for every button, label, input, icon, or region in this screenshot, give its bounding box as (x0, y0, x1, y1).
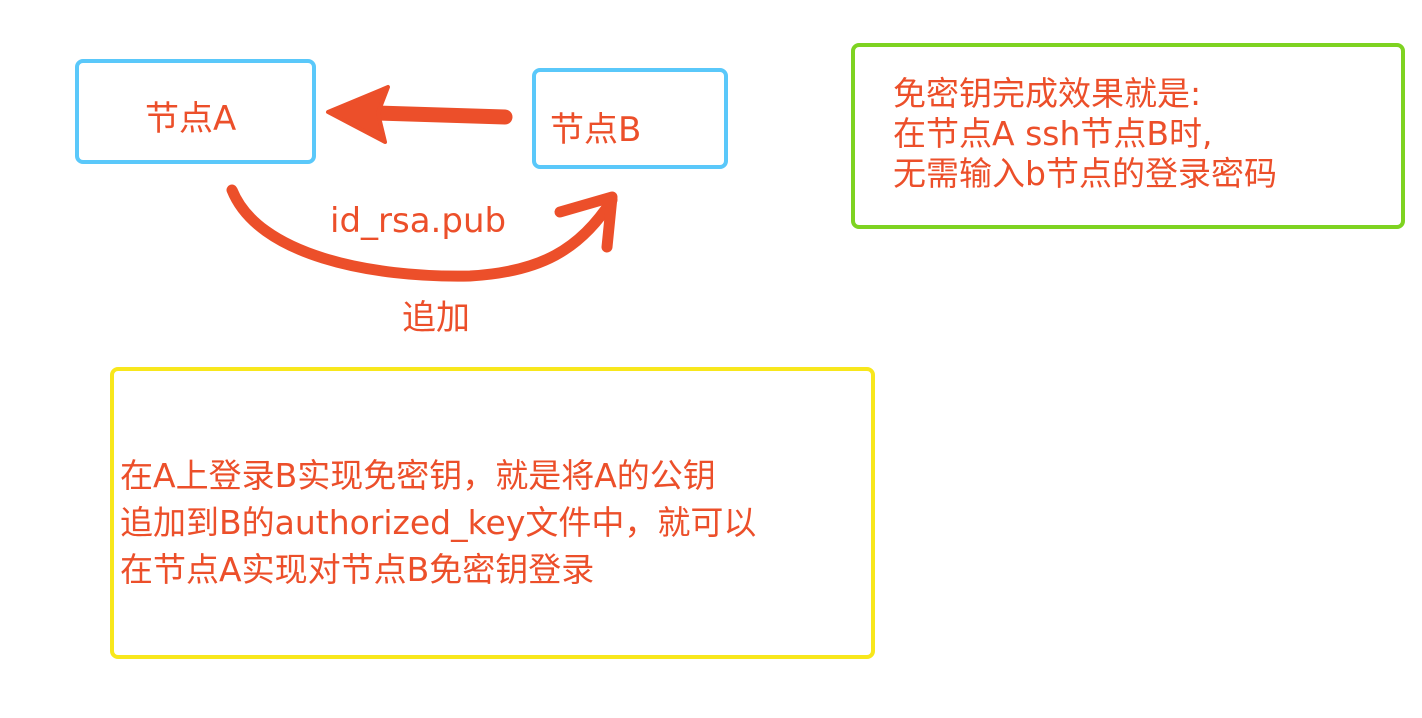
node-b-box: 节点B (532, 68, 728, 169)
explanation-note-line: 追加到B的authorized_key文件中，就可以 (120, 503, 757, 542)
result-note-box: 免密钥完成效果就是: 在节点A ssh节点B时, 无需输入b节点的登录密码 (851, 43, 1405, 229)
result-note-text: 免密钥完成效果就是: 在节点A ssh节点B时, 无需输入b节点的登录密码 (893, 74, 1277, 194)
result-note-line: 免密钥完成效果就是: (893, 74, 1202, 113)
result-note-line: 无需输入b节点的登录密码 (893, 154, 1277, 193)
public-key-file-label: id_rsa.pub (330, 201, 507, 241)
node-a-box: 节点A (75, 59, 316, 164)
explanation-note-text: 在A上登录B实现免密钥，就是将A的公钥 追加到B的authorized_key文… (120, 452, 756, 593)
result-note-line: 在节点A ssh节点B时, (893, 114, 1213, 153)
explanation-note-line: 在A上登录B实现免密钥，就是将A的公钥 (120, 456, 716, 495)
explanation-note-box: 在A上登录B实现免密钥，就是将A的公钥 追加到B的authorized_key文… (110, 367, 875, 659)
node-b-label: 节点B (550, 110, 642, 150)
append-action-label: 追加 (402, 298, 470, 338)
arrow-b-to-a (326, 85, 513, 144)
explanation-note-line: 在节点A实现对节点B免密钥登录 (120, 550, 595, 589)
arrow-a-to-b-curved (226, 184, 618, 282)
node-a-label: 节点A (145, 99, 237, 139)
